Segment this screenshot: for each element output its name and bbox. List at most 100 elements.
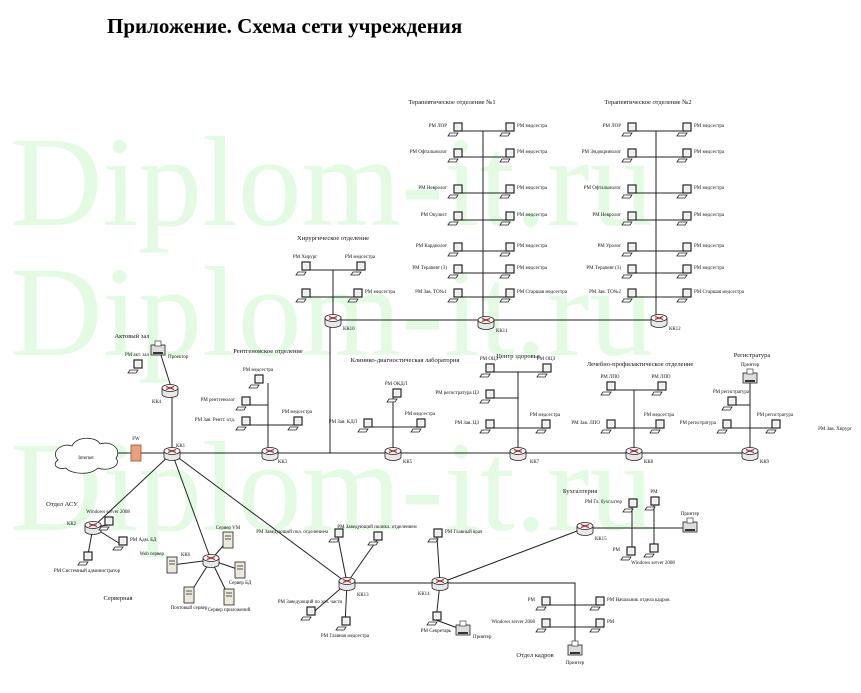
switch-icon[interactable] (202, 554, 220, 568)
workstation-icon[interactable] (643, 543, 659, 558)
workstation-icon[interactable] (235, 416, 251, 431)
server-icon[interactable] (166, 556, 178, 574)
switch-icon[interactable] (261, 447, 279, 461)
workstation-icon[interactable] (479, 389, 495, 404)
workstation-icon[interactable] (589, 618, 605, 633)
workstation-icon[interactable] (620, 546, 636, 561)
node-label: РМ медсестра (517, 244, 548, 249)
server-icon[interactable] (183, 586, 195, 604)
switch-icon[interactable] (477, 316, 495, 330)
workstation-icon[interactable] (127, 359, 143, 374)
switch-icon[interactable] (509, 447, 527, 461)
switch-icon[interactable] (576, 522, 594, 536)
server-icon[interactable] (234, 561, 246, 579)
node-label: РМ медсестра (694, 244, 725, 249)
firewall-icon[interactable] (130, 444, 142, 462)
workstation-icon[interactable] (112, 536, 128, 551)
workstation-icon[interactable] (335, 616, 351, 631)
server-icon[interactable] (223, 588, 235, 606)
workstation-icon[interactable] (676, 148, 692, 163)
switch-icon[interactable] (338, 577, 356, 591)
workstation-icon[interactable] (621, 211, 637, 226)
switch-icon[interactable] (431, 577, 449, 591)
node-label: РМ ЛПО (600, 375, 619, 380)
workstation-icon[interactable] (235, 396, 251, 411)
printer-icon[interactable] (455, 620, 471, 636)
printer-icon[interactable] (682, 517, 698, 533)
workstation-icon[interactable] (287, 416, 303, 431)
workstation-icon[interactable] (721, 396, 737, 411)
workstation-icon[interactable] (536, 363, 552, 378)
printer-icon[interactable] (742, 368, 758, 384)
workstation-icon[interactable] (447, 148, 463, 163)
switch-icon[interactable] (324, 314, 342, 328)
workstation-icon[interactable] (676, 211, 692, 226)
workstation-icon[interactable] (499, 211, 515, 226)
workstation-icon[interactable] (621, 148, 637, 163)
workstation-icon[interactable] (676, 264, 692, 279)
workstation-icon[interactable] (295, 261, 311, 276)
workstation-icon[interactable] (649, 419, 665, 434)
switch-icon[interactable] (161, 384, 179, 398)
workstation-icon[interactable] (248, 374, 264, 389)
switch-icon[interactable] (384, 447, 402, 461)
workstation-icon[interactable] (676, 184, 692, 199)
workstation-icon[interactable] (77, 551, 93, 566)
workstation-icon[interactable] (676, 288, 692, 303)
workstation-icon[interactable] (386, 388, 402, 403)
workstation-icon[interactable] (447, 122, 463, 137)
workstation-icon[interactable] (621, 264, 637, 279)
workstation-icon[interactable] (347, 288, 363, 303)
workstation-icon[interactable] (765, 419, 781, 434)
workstation-icon[interactable] (98, 516, 114, 531)
workstation-icon[interactable] (367, 531, 383, 546)
workstation-icon[interactable] (499, 288, 515, 303)
workstation-icon[interactable] (350, 261, 366, 276)
switch-icon[interactable] (741, 447, 759, 461)
workstation-icon[interactable] (447, 184, 463, 199)
printer-icon[interactable] (150, 340, 166, 356)
workstation-icon[interactable] (600, 419, 616, 434)
workstation-icon[interactable] (535, 618, 551, 633)
network-cable (337, 536, 348, 584)
workstation-icon[interactable] (479, 419, 495, 434)
workstation-icon[interactable] (644, 496, 660, 511)
workstation-icon[interactable] (676, 242, 692, 257)
workstation-icon[interactable] (357, 418, 373, 433)
workstation-icon[interactable] (479, 363, 495, 378)
workstation-icon[interactable] (427, 528, 443, 543)
workstation-icon[interactable] (499, 122, 515, 137)
workstation-icon[interactable] (426, 611, 442, 626)
workstation-icon[interactable] (622, 498, 638, 513)
workstation-icon[interactable] (535, 596, 551, 611)
workstation-icon[interactable] (589, 596, 605, 611)
workstation-icon[interactable] (499, 242, 515, 257)
printer-icon[interactable] (567, 640, 583, 656)
switch-icon[interactable] (163, 447, 181, 461)
workstation-icon[interactable] (447, 211, 463, 226)
workstation-icon[interactable] (499, 264, 515, 279)
workstation-icon[interactable] (410, 418, 426, 433)
workstation-icon[interactable] (621, 184, 637, 199)
workstation-icon[interactable] (328, 528, 344, 543)
workstation-icon[interactable] (499, 184, 515, 199)
server-icon[interactable] (222, 531, 234, 549)
switch-icon[interactable] (650, 314, 668, 328)
switch-icon[interactable] (625, 447, 643, 461)
workstation-icon[interactable] (295, 288, 311, 303)
workstation-icon[interactable] (499, 148, 515, 163)
workstation-icon[interactable] (621, 122, 637, 137)
watermark-text: Diplom-it.ru (10, 416, 654, 558)
workstation-icon[interactable] (600, 381, 616, 396)
workstation-icon[interactable] (447, 242, 463, 257)
workstation-icon[interactable] (535, 419, 551, 434)
workstation-icon[interactable] (447, 264, 463, 279)
workstation-icon[interactable] (676, 122, 692, 137)
workstation-icon[interactable] (716, 419, 732, 434)
workstation-icon[interactable] (447, 288, 463, 303)
workstation-icon[interactable] (621, 288, 637, 303)
workstation-icon[interactable] (621, 242, 637, 257)
switch-icon[interactable] (84, 521, 102, 535)
workstation-icon[interactable] (651, 381, 667, 396)
workstation-icon[interactable] (300, 606, 316, 621)
